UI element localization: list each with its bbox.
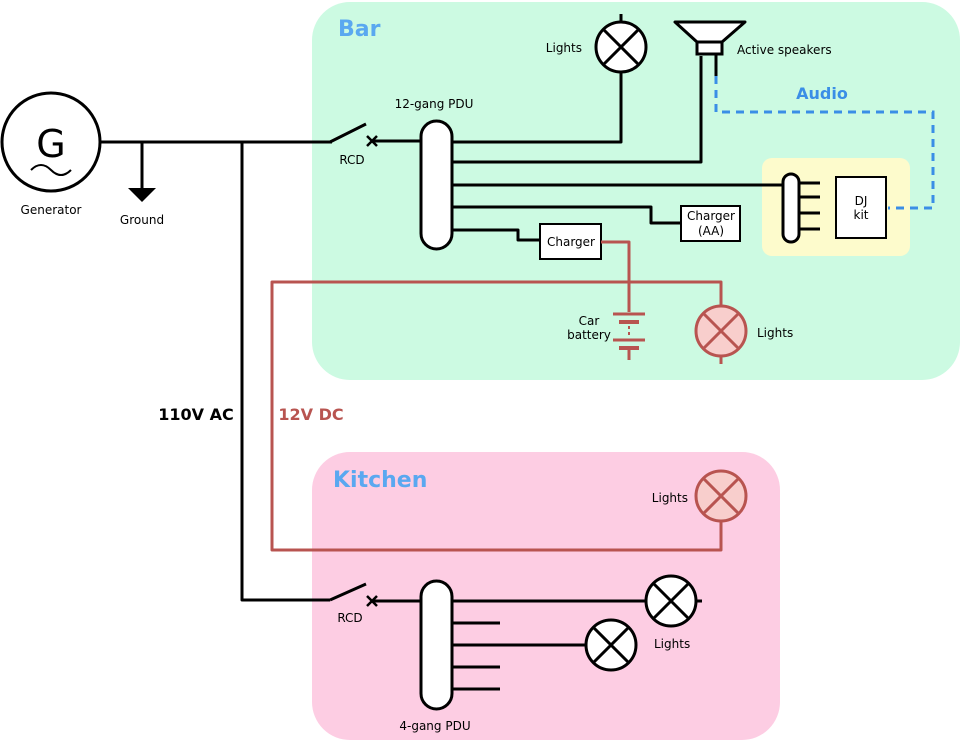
audio-label: Audio (796, 84, 848, 103)
kitchen-pdu (419, 579, 454, 711)
ground-label: Ground (120, 213, 164, 227)
car-battery-icon (613, 312, 645, 360)
car-battery-label-line2: battery (567, 328, 611, 342)
bar-pdu (419, 119, 454, 251)
wire-charger-to-battery (601, 240, 631, 312)
car-battery-label-line1: Car (579, 314, 600, 328)
bar-zone (312, 2, 960, 380)
bar-12v-lights-label: Lights (757, 326, 793, 340)
charger-label: Charger (547, 235, 595, 249)
wire-to-bar-lights (452, 72, 623, 144)
ground-icon (128, 142, 156, 202)
kitchen-rcd-switch-icon (329, 582, 421, 607)
kitchen-12v-lights-label: Lights (652, 491, 688, 505)
speakers-label: Active speakers (737, 43, 832, 57)
generator-label: Generator (21, 203, 82, 217)
kitchen-rcd-label: RCD (337, 611, 362, 625)
bar-12v-lights-lamp-icon (694, 304, 748, 364)
generator-symbol: G (36, 122, 65, 166)
bar-lights-label: Lights (546, 41, 582, 55)
kitchen-pdu-label: 4-gang PDU (399, 719, 470, 733)
dc-bus-label: 12V DC (278, 405, 343, 424)
bar-lights-lamp-icon (594, 14, 648, 74)
bar-rcd-switch-icon (329, 122, 421, 147)
charger-aa-label-line1: Charger (687, 209, 735, 223)
wire-to-speakers (452, 56, 703, 164)
ac-kitchen-feed-wire (240, 142, 330, 602)
kitchen-pdu-outlets (452, 621, 500, 691)
dj-pdu (781, 172, 801, 244)
audio-link (714, 76, 935, 210)
bar-pdu-label: 12-gang PDU (395, 97, 474, 111)
dj-kit-label-line1: DJ (855, 194, 868, 208)
kitchen-12v-lights-lamp-icon (694, 469, 748, 523)
kitchen-lights-lamp-2-icon (584, 618, 638, 672)
ac-bus-label: 110V AC (158, 405, 233, 424)
wire-to-charger-aa (452, 205, 681, 225)
generator-icon: G (0, 91, 102, 193)
charger-aa-box (680, 205, 741, 242)
dj-kit-label-line2: kit (854, 208, 869, 222)
wire-to-charger (452, 228, 540, 242)
kitchen-lights-label: Lights (654, 637, 690, 651)
bar-zone-title: Bar (338, 17, 381, 42)
dj-pdu-outlets (799, 181, 820, 231)
kitchen-lights-lamp-1-icon (644, 574, 702, 628)
bar-rcd-label: RCD (339, 153, 364, 167)
speaker-icon (673, 20, 747, 76)
dc-loop-wire (270, 280, 723, 552)
kitchen-zone-title: Kitchen (333, 468, 427, 493)
dj-kit-box (835, 176, 887, 239)
charger-aa-label-line2: (AA) (698, 224, 724, 238)
